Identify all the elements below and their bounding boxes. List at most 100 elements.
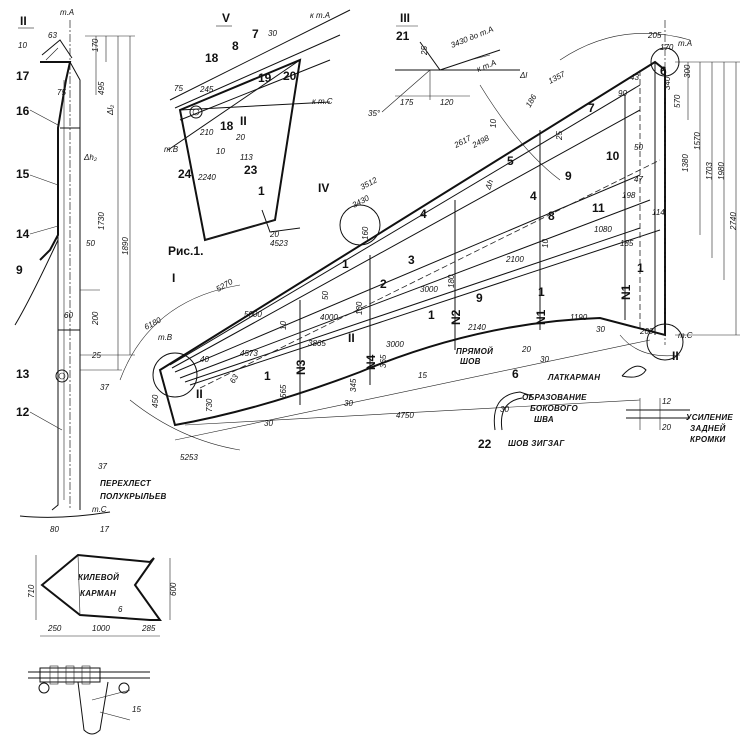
dim-6180: 6180 xyxy=(143,315,163,332)
dim-75-left: 75 xyxy=(57,88,66,97)
dim-12-tail: 12 xyxy=(662,397,671,406)
dim-40-main: 40 xyxy=(200,355,209,364)
label-perehlest: ПЕРЕХЛЕСТ xyxy=(100,479,152,488)
label-zadney: ЗАДНЕЙ xyxy=(690,424,726,433)
part-2-label: 2 xyxy=(380,277,387,291)
dim-285: 285 xyxy=(141,624,156,633)
dim-35deg-iii: 35° xyxy=(368,109,381,118)
dim-35-main: 25 xyxy=(555,131,564,141)
dim-170-left: 170 xyxy=(91,38,100,52)
dim-75-v: 75 xyxy=(174,84,183,93)
dim-30-main-b: 30 xyxy=(596,325,605,334)
dim-25-left: 25 xyxy=(91,351,101,360)
dim-20-tail: 20 xyxy=(661,423,671,432)
dim-1190: 1190 xyxy=(570,313,588,322)
dim-1000: 1000 xyxy=(92,624,110,633)
keel-cross-section: 15 xyxy=(28,665,150,735)
dim-3430-to-a: 3430 до т.А xyxy=(449,25,494,50)
dim-60-left: 60 xyxy=(64,311,73,320)
dim-345: 345 xyxy=(349,378,358,392)
label-polukryliev: ПОЛУКРЫЛЬЕВ xyxy=(100,492,167,501)
dim-565: 565 xyxy=(279,384,288,398)
dim-114: 114 xyxy=(652,208,665,217)
section-i-label: I xyxy=(172,271,175,285)
part-10-label: 10 xyxy=(606,149,620,163)
dim-120-iii: 120 xyxy=(440,98,454,107)
dim-300: 300 xyxy=(683,64,692,78)
part-18-v2-label: 18 xyxy=(220,119,234,133)
part-21-label: 21 xyxy=(396,29,410,43)
view-ii-label: II xyxy=(20,14,27,28)
dim-340: 340 xyxy=(663,76,672,90)
dim-63-left: 63 xyxy=(48,31,57,40)
dim-5253: 5253 xyxy=(180,453,198,462)
dim-5000: 5000 xyxy=(244,310,262,319)
dim-20-v2: 20 xyxy=(235,133,245,142)
latkarman-icon xyxy=(621,365,647,378)
dim-1703: 1703 xyxy=(705,162,714,180)
view-iii-label: III xyxy=(400,11,410,25)
dim-50-main: 50 xyxy=(634,143,643,152)
part-13-label: 13 xyxy=(16,367,30,381)
label-bokovogo: БОКОВОГО xyxy=(530,404,579,413)
dim-30-lower: 30 xyxy=(344,399,353,408)
dim-30-lower-b: 30 xyxy=(264,419,273,428)
dim-113-v: 113 xyxy=(240,153,253,162)
dim-200-main: 200 xyxy=(639,327,654,336)
view-ii-ref-v: II xyxy=(240,114,247,128)
part-1-d-label: 1 xyxy=(342,257,349,271)
part-24-label: 24 xyxy=(178,167,192,181)
dim-180-b: 180 xyxy=(355,301,364,315)
point-a-label-left: т.А xyxy=(60,8,74,17)
point-b-label: т.В xyxy=(158,333,173,342)
delta-h2-label: Δh₂ xyxy=(83,153,97,162)
point-b-label-v: т.В xyxy=(164,145,179,154)
part-5-label: 5 xyxy=(507,154,514,168)
dim-10-main-b: 10 xyxy=(489,119,498,128)
label-shov: ШОВ xyxy=(460,357,481,366)
part-1-b-label: 1 xyxy=(538,285,545,299)
part-1-v-label: 1 xyxy=(258,184,265,198)
keel-pocket-shape xyxy=(40,553,162,621)
part-9-a-label: 9 xyxy=(565,169,572,183)
seam-detail-22 xyxy=(493,391,533,431)
dim-4523-v: 4523 xyxy=(270,239,288,248)
dim-2498: 2498 xyxy=(470,133,491,150)
section-ii-label-main: II xyxy=(348,331,355,345)
dim-250: 250 xyxy=(47,624,62,633)
dim-90: 90 xyxy=(618,89,627,98)
dim-2100: 2100 xyxy=(505,255,524,264)
label-pryamoy: ПРЯМОЙ xyxy=(456,347,493,356)
dim-50-left: 50 xyxy=(86,239,95,248)
dim-4750: 4750 xyxy=(396,411,414,420)
left-keel-strip-view: II т.А 10 63 75 170 495 Δl₂ 1730 xyxy=(14,8,167,534)
part-6-seam-label: 6 xyxy=(512,367,519,381)
keel-pocket-detail: КИЛЕВОЙ КАРМАН 710 600 250 1000 285 6 xyxy=(27,553,178,637)
dim-710: 710 xyxy=(27,584,36,598)
dim-450: 450 xyxy=(151,394,160,408)
dim-20-v: 20 xyxy=(269,230,279,239)
dim-180: 180 xyxy=(447,274,456,288)
part-4-b-label: 4 xyxy=(420,207,427,221)
station-n1: N1 xyxy=(619,284,633,300)
view-v-label: V xyxy=(222,11,230,25)
part-17-label: 17 xyxy=(16,69,30,83)
section-ii-label-nose: II xyxy=(196,387,203,401)
dim-63-main: 63 xyxy=(228,372,241,385)
dim-43: 43 xyxy=(630,73,639,82)
point-c-label-v: к т.С xyxy=(312,97,333,106)
dim-1080: 1080 xyxy=(594,225,612,234)
dim-17-left: 17 xyxy=(100,525,109,534)
dim-3512: 3512 xyxy=(359,175,379,192)
part-6-label: 6 xyxy=(660,64,667,78)
part-8-v-label: 8 xyxy=(232,39,239,53)
part-16-label: 16 xyxy=(16,104,30,118)
dim-3865: 3865 xyxy=(308,339,326,348)
nose-detail-view-v: V к т.А к т.С т.В 8 7 18 19 20 18 23 24 … xyxy=(164,9,351,248)
dim-15-keel: 15 xyxy=(132,705,141,714)
part-1-a-label: 1 xyxy=(637,261,644,275)
dim-210-v: 210 xyxy=(199,128,214,137)
dim-495-left: 495 xyxy=(97,81,106,95)
dim-1730-left: 1730 xyxy=(97,212,106,230)
part-1-c-label: 1 xyxy=(428,308,435,322)
